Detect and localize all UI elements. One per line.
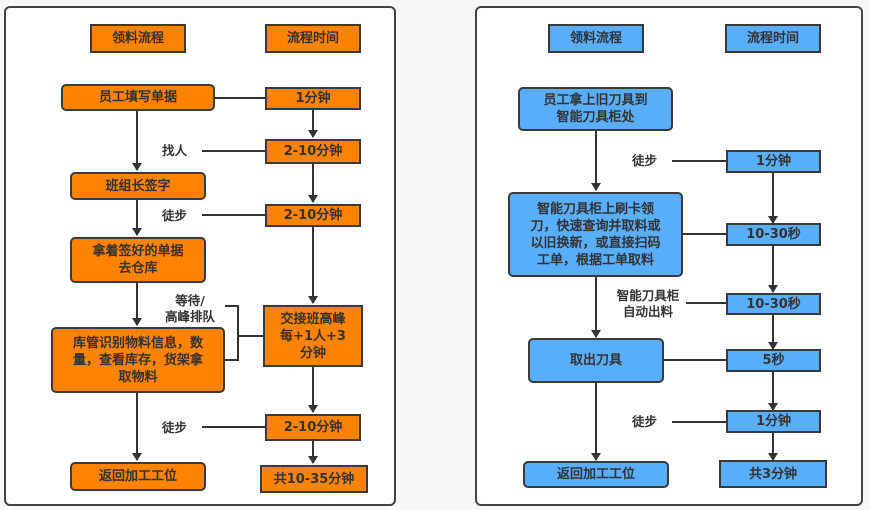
step-label-line: 智能刀具柜上刷卡领: [536, 201, 654, 217]
right-time-1: 1分钟: [726, 150, 821, 173]
left-step-return: 返回加工工位: [70, 462, 206, 491]
right-step-take-tool: 取出刀具: [528, 338, 664, 383]
right-connector-label-walk-2: 徒步: [632, 414, 658, 429]
time-label: 2-10分钟: [283, 420, 343, 435]
time-label: 10-30秒: [746, 296, 801, 312]
left-step-go-warehouse: 拿着签好的单据 去仓库: [70, 237, 206, 283]
header-label: 流程时间: [286, 31, 339, 46]
label-line: 等待/: [175, 293, 205, 308]
label-line: 高峰排队: [164, 309, 215, 324]
total-label: 共3分钟: [748, 466, 798, 482]
left-connector-label-wait: 等待/ 高峰排队: [160, 293, 220, 325]
time-label-line: 每+1人+3: [280, 328, 346, 344]
step-label-line: 取物料: [118, 369, 158, 385]
step-label-line: 量，查看库存，货架拿: [72, 352, 203, 368]
time-label-line: 交接班高峰: [280, 311, 346, 327]
header-label: 领料流程: [569, 31, 622, 46]
step-label-line: 库管识别物料信息，数: [72, 335, 203, 351]
time-label: 2-10分钟: [283, 144, 343, 159]
right-header-process: 领料流程: [548, 24, 644, 53]
label-line: 智能刀具柜: [616, 288, 680, 303]
step-label: 返回加工工位: [98, 469, 177, 484]
time-label: 1分钟: [755, 414, 792, 429]
left-time-1: 1分钟: [265, 87, 361, 110]
step-label: 员工填写单据: [98, 90, 177, 105]
left-time-4-peak: 交接班高峰 每+1人+3 分钟: [263, 305, 363, 367]
right-header-time: 流程时间: [725, 24, 821, 53]
left-header-process: 领料流程: [90, 24, 186, 53]
step-label-line: 工单，根据工单取料: [536, 252, 654, 268]
time-label: 2-10分钟: [283, 208, 343, 223]
right-step-swipe-card: 智能刀具柜上刷卡领 刀，快速查询并取料或 以旧换新，或直接扫码 工单，根据工单取…: [508, 192, 683, 277]
left-header-time: 流程时间: [265, 24, 361, 53]
step-label-line: 拿着签好的单据: [92, 244, 184, 259]
left-step-warehouse-pick: 库管识别物料信息，数 量，查看库存，货架拿 取物料: [51, 327, 225, 393]
step-label-line: 员工拿上旧刀具到: [543, 93, 648, 108]
header-label: 领料流程: [111, 31, 164, 46]
right-step-go-cabinet: 员工拿上旧刀具到 智能刀具柜处: [518, 87, 673, 131]
step-label-line: 刀，快速查询并取料或: [530, 218, 661, 234]
left-total-time: 共10-35分钟: [260, 465, 368, 493]
step-label: 班组长签字: [105, 178, 171, 194]
time-label: 1分钟: [295, 91, 331, 106]
left-step-leader-sign: 班组长签字: [70, 172, 206, 200]
left-time-2: 2-10分钟: [265, 139, 361, 164]
right-time-4: 5秒: [726, 349, 821, 372]
time-label: 5秒: [762, 353, 785, 368]
right-connector-label-walk-1: 徒步: [632, 153, 658, 168]
right-time-5: 1分钟: [726, 410, 821, 433]
right-time-2: 10-30秒: [726, 223, 821, 246]
right-step-return: 返回加工工位: [523, 461, 669, 488]
total-label: 共10-35分钟: [273, 471, 355, 487]
right-total-time: 共3分钟: [719, 460, 827, 488]
time-label: 10-30秒: [746, 227, 801, 242]
time-label-line: 分钟: [299, 345, 326, 361]
step-label-line: 智能刀具柜处: [556, 110, 635, 125]
left-step-fill-form: 员工填写单据: [61, 84, 215, 111]
time-label: 1分钟: [755, 154, 792, 169]
left-connector-label-walk-1: 徒步: [162, 208, 188, 223]
step-label: 取出刀具: [569, 353, 622, 368]
left-connector-label-walk-2: 徒步: [162, 420, 188, 435]
header-label: 流程时间: [746, 31, 799, 46]
left-connector-label-find-person: 找人: [162, 143, 188, 158]
step-label-line: 以旧换新，或直接扫码: [530, 235, 661, 251]
step-label-line: 去仓库: [118, 261, 158, 276]
label-line: 自动出料: [622, 304, 673, 319]
left-time-3: 2-10分钟: [265, 204, 361, 227]
step-label: 返回加工工位: [556, 467, 635, 482]
right-time-3: 10-30秒: [726, 293, 821, 315]
right-connector-label-auto-dispense: 智能刀具柜 自动出料: [612, 288, 684, 320]
left-time-5: 2-10分钟: [265, 414, 361, 441]
